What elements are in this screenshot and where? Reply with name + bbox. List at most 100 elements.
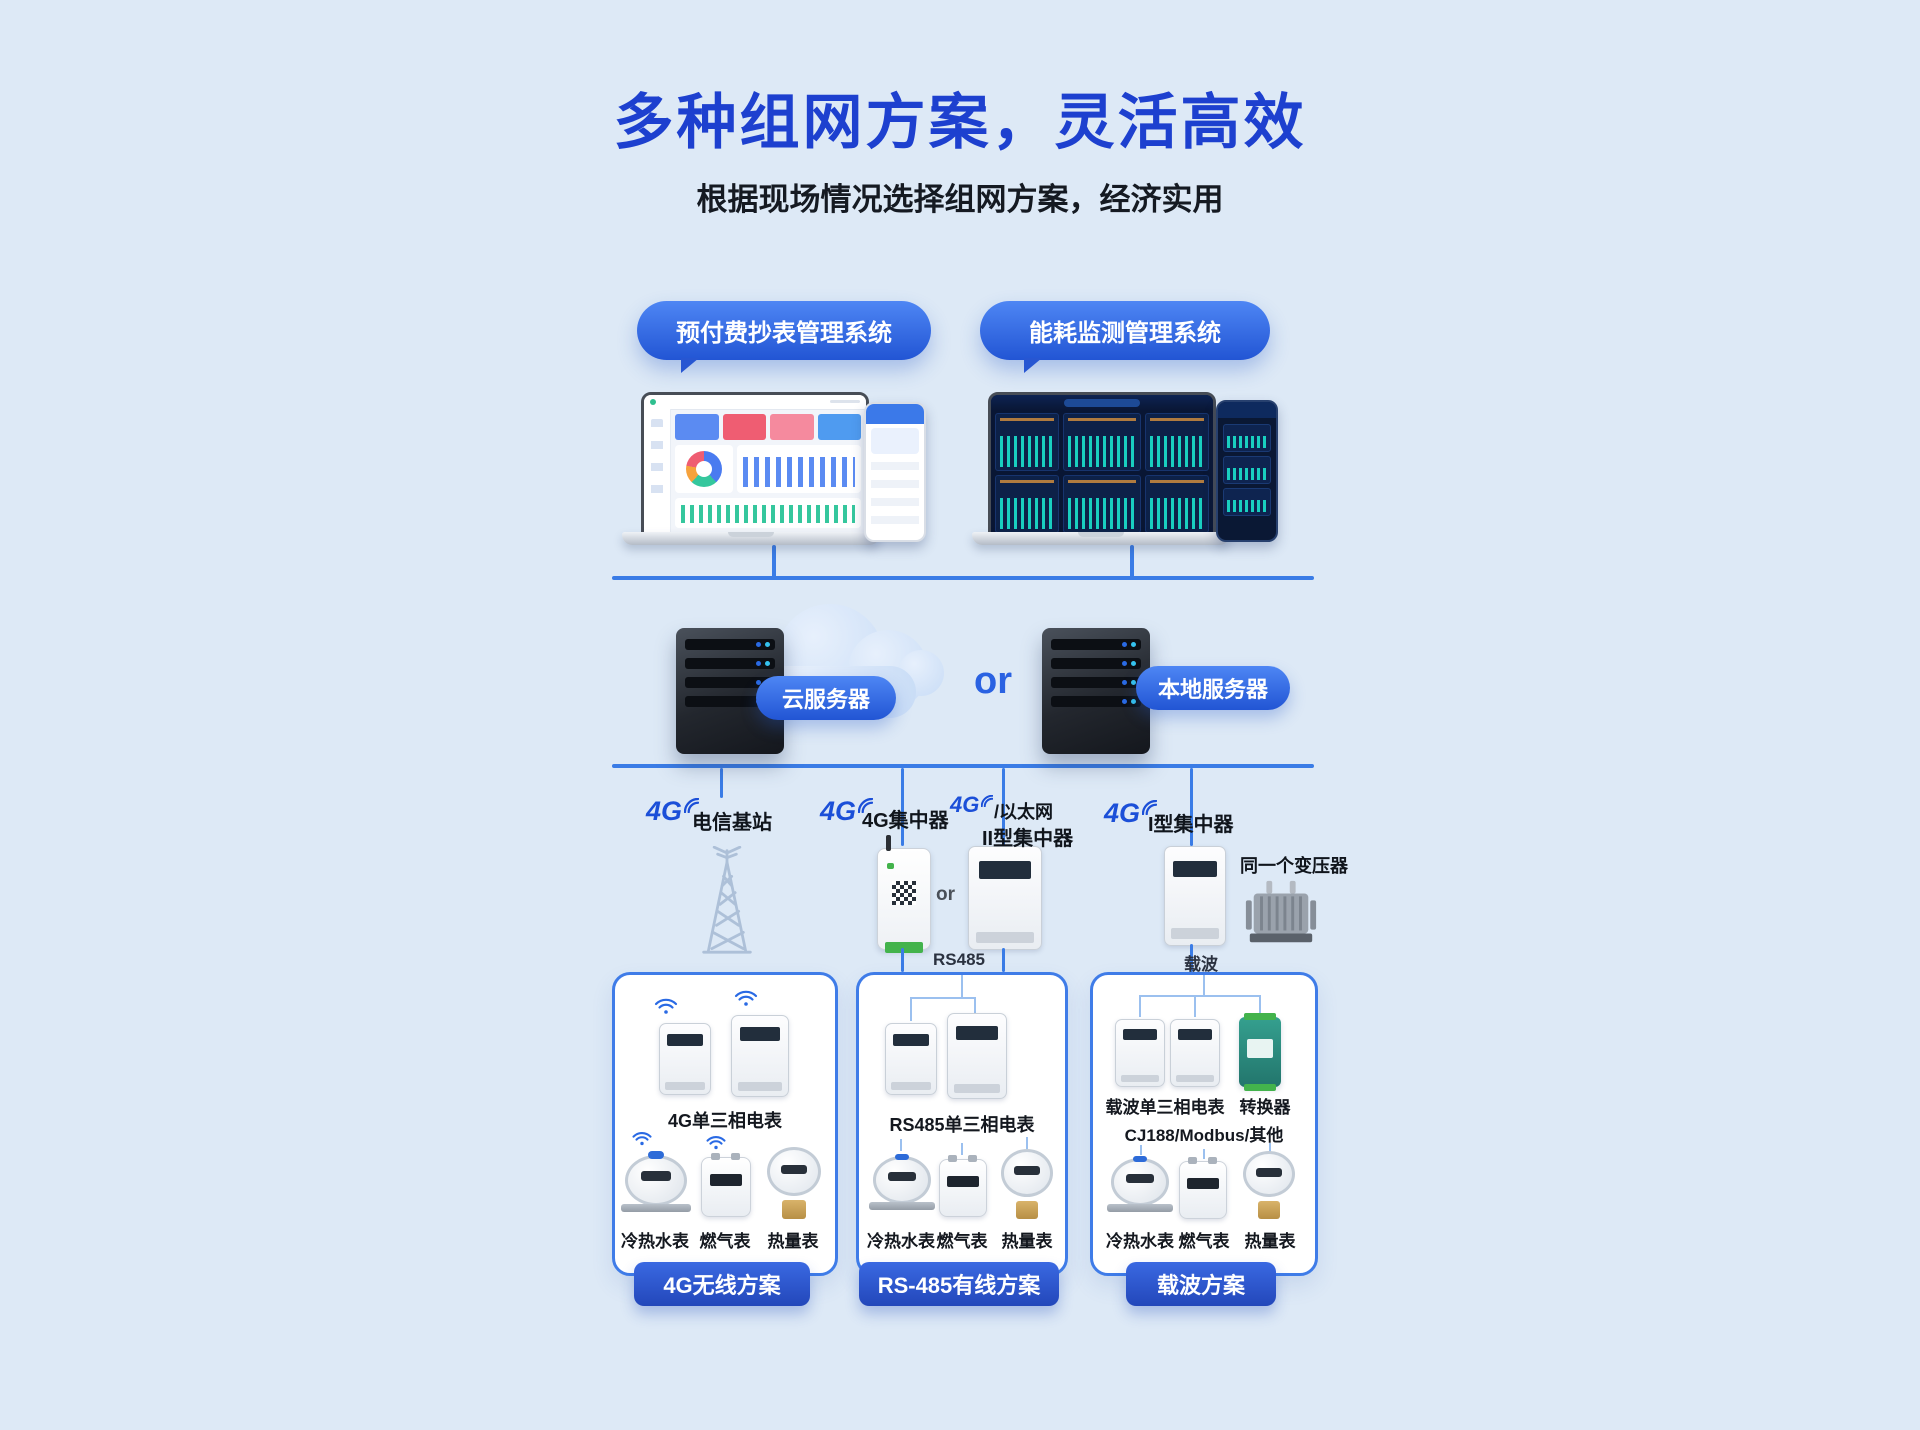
rs485-bus-label: RS485 (933, 950, 985, 969)
terminal-block (885, 942, 923, 953)
phone-chart-panel (1223, 424, 1271, 452)
inner-connector (910, 997, 912, 1021)
gas-meter-label: 燃气表 (1178, 1232, 1230, 1251)
single-phase-meter (885, 1023, 937, 1095)
local-server-graphic (1042, 628, 1150, 754)
gas-meter-label: 燃气表 (936, 1232, 988, 1251)
connector-collector2-box (1002, 948, 1005, 972)
water-meter (620, 1151, 692, 1213)
signal-arcs-icon (981, 795, 994, 807)
heat-meter-label: 热量表 (1001, 1232, 1053, 1251)
phone-app-header (1218, 402, 1276, 418)
connector-dtu-box (901, 948, 904, 972)
drop-rs485-b (1002, 768, 1005, 846)
collector-4g-label: 4G集中器 (862, 810, 949, 832)
wifi-icon (734, 990, 758, 1006)
inner-connector (1203, 975, 1205, 995)
prepaid-dashboard-screen (644, 395, 866, 537)
three-phase-meter (731, 1015, 789, 1097)
telecom-tower-icon (702, 846, 752, 954)
inner-connector (1194, 995, 1196, 1017)
heat-meter (767, 1147, 821, 1219)
wide-bar-chart (675, 498, 861, 528)
drop-carrier (1190, 768, 1193, 846)
page-title: 多种组网方案，灵活高效 (613, 89, 1307, 156)
donut-chart (675, 445, 733, 493)
phone-app-card (871, 428, 919, 454)
inner-connector (961, 1143, 963, 1155)
inner-connector (1203, 1149, 1205, 1159)
wifi-icon (654, 998, 678, 1014)
water-meter-label: 冷热水表 (867, 1232, 935, 1251)
qr-code (891, 881, 917, 905)
bubble-tail (1024, 358, 1042, 373)
water-meter (1106, 1155, 1174, 1213)
carrier-meter (1170, 1019, 1220, 1087)
collector1-label: I型集中器 (1148, 814, 1234, 836)
inner-connector (1259, 995, 1261, 1013)
water-meter (868, 1153, 936, 1211)
type2-collector-device (968, 846, 1042, 950)
heat-meter (1243, 1151, 1295, 1219)
4g-collector-device (877, 835, 931, 953)
led-indicator (887, 863, 894, 869)
signal-arcs-icon (858, 798, 874, 813)
4g-icon: 4G (820, 798, 874, 825)
antenna-icon (886, 835, 891, 851)
three-phase-meter (947, 1013, 1007, 1099)
4g-icon: 4G (950, 794, 994, 816)
energy-dashboard-panels (995, 413, 1209, 533)
ethernet-label: /以太网 (994, 802, 1054, 822)
bar-chart (737, 445, 861, 493)
carrier-meters-label: 载波单三相电表 (1105, 1098, 1225, 1117)
energy-dashboard-titlebar (991, 395, 1213, 411)
collector2-label: II型集中器 (982, 828, 1074, 850)
box-carrier-plan: 载波单三相电表 转换器 CJ188/Modbus/其他 冷热水表 燃气表 热量表 (1090, 972, 1318, 1276)
heat-meter (1001, 1149, 1053, 1219)
transformer-icon (1245, 880, 1317, 943)
local-server-label: 本地服务器 (1136, 666, 1290, 710)
dashboard-main (670, 409, 866, 537)
signal-arcs-icon (684, 798, 700, 813)
bus-line-top (612, 576, 1314, 580)
laptop-base (622, 532, 880, 545)
or-small-label: or (936, 884, 955, 905)
transformer-label: 同一个变压器 (1240, 856, 1348, 876)
bubble-prepaid-label: 预付费抄表管理系统 (676, 320, 892, 347)
phone-energy-app (1216, 400, 1278, 542)
water-meter-label: 冷热水表 (1106, 1232, 1174, 1251)
bubble-prepaid-system: 预付费抄表管理系统 (637, 301, 931, 373)
connector-collector1-box (1190, 944, 1193, 972)
phone-app-rows (871, 462, 919, 534)
drop-4g (720, 768, 723, 798)
signal-arcs-icon (1142, 800, 1158, 815)
water-meter-label: 冷热水表 (621, 1232, 689, 1251)
laptop-energy-dashboard (988, 392, 1216, 540)
inner-connector (910, 997, 976, 999)
single-phase-meter (659, 1023, 711, 1095)
box-4g-plan: 4G单三相电表 冷热水表 燃气表 热量表 (612, 972, 838, 1276)
inner-connector (1139, 995, 1141, 1017)
phone-chart-panel (1223, 456, 1271, 484)
meters-label: RS485单三相电表 (889, 1115, 1035, 1135)
inner-connector (900, 1139, 902, 1151)
station-label: 电信基站 (692, 812, 772, 834)
gas-meter (701, 1152, 751, 1217)
wifi-icon (706, 1136, 726, 1150)
4g-icon: 4G (1104, 800, 1158, 827)
inner-connector (1140, 1145, 1142, 1155)
protocol-label: CJ188/Modbus/其他 (1124, 1126, 1284, 1145)
or-label: or (974, 660, 1012, 702)
wifi-icon (632, 1132, 652, 1146)
inner-connector (961, 975, 963, 997)
heat-meter-label: 热量表 (767, 1232, 819, 1251)
inner-connector (1269, 1143, 1271, 1153)
converter-device (1239, 1012, 1281, 1092)
phone-app-header (866, 404, 924, 424)
dashboard-sidebar (644, 409, 671, 537)
type1-collector-device (1164, 846, 1226, 946)
box-rs485-plan: RS485单三相电表 冷热水表 燃气表 热量表 (856, 972, 1068, 1276)
connector-laptop1 (772, 545, 776, 578)
dashboard-topbar (644, 395, 866, 410)
